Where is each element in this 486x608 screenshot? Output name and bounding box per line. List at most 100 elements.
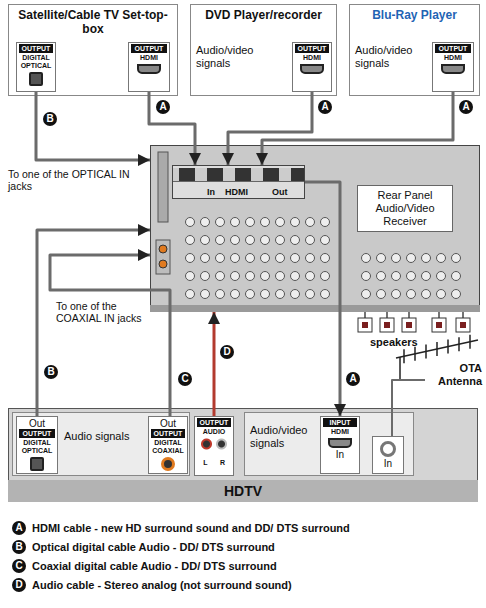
receiver-jack <box>231 254 240 263</box>
node-text: OUTPUT <box>197 418 231 427</box>
receiver-jack <box>291 290 300 299</box>
jack-port <box>380 441 396 457</box>
receiver-jack <box>437 272 446 281</box>
receiver-jack <box>362 272 371 281</box>
receiver-jack <box>231 218 240 227</box>
node-text: L <box>197 459 214 467</box>
jack-port <box>30 457 44 471</box>
receiver-jack <box>261 254 270 263</box>
cable <box>36 92 150 160</box>
receiver-jack <box>186 272 195 281</box>
receiver-jack <box>306 218 315 227</box>
receiver-jack <box>231 272 240 281</box>
cable <box>228 92 312 165</box>
device-box: Blu-Ray PlayerAudio/video signalsOUTPUTH… <box>349 4 480 96</box>
panel-background <box>13 413 190 476</box>
legend-text: Coaxial digital cable Audio - DD/ DTS su… <box>32 559 277 573</box>
receiver-jack <box>186 254 195 263</box>
antenna-element <box>414 347 416 361</box>
coaxial-in-block <box>156 240 170 274</box>
panel-background <box>245 413 414 476</box>
callout-letter: A <box>346 372 360 386</box>
cable <box>149 92 195 165</box>
receiver-jack <box>276 236 285 245</box>
node-text: In <box>207 187 215 198</box>
node-text: OUTPUT <box>435 44 471 53</box>
receiver-jack <box>422 290 431 299</box>
receiver-jack <box>201 254 210 263</box>
jack-port <box>161 457 175 471</box>
receiver-jack <box>422 272 431 281</box>
receiver-jack <box>377 254 386 263</box>
receiver-jack <box>216 236 225 245</box>
device-box: DVD Player/recorderAudio/video signalsOU… <box>190 4 337 96</box>
node-text: DIGITAL OPTICAL <box>19 54 53 70</box>
node-text: DVD Player/recorder <box>190 4 337 22</box>
hdtv-band: HDTVAudio signalsOutOUTPUTDIGITAL OPTICA… <box>8 408 478 502</box>
callout-letter: B <box>44 365 58 379</box>
node-text: OUTPUT <box>151 429 185 438</box>
callout-letter: A <box>156 100 170 114</box>
antenna-element <box>447 340 449 354</box>
receiver-jacks <box>150 152 480 312</box>
node-text: HDMI <box>295 54 329 62</box>
note-label: To one of the COAXIAL IN jacks <box>56 300 160 324</box>
label-holder: C <box>178 372 192 386</box>
coaxial-jack <box>159 260 167 268</box>
receiver-jack <box>276 218 285 227</box>
receiver-jack <box>276 272 285 281</box>
label-holder: B <box>44 365 58 379</box>
receiver-jack <box>186 236 195 245</box>
antenna-element <box>458 337 460 351</box>
receiver-jack <box>321 254 330 263</box>
legend-row: Optical digital cable Audio - DD/ DTS su… <box>32 540 275 554</box>
receiver-jack <box>407 272 416 281</box>
callout-letter: A <box>318 100 332 114</box>
callout-letter: D <box>12 578 26 592</box>
node-text: OUTPUT <box>19 429 55 438</box>
jack-port <box>137 64 161 74</box>
callout-letter: A <box>12 521 26 535</box>
receiver-jack <box>437 290 446 299</box>
jack-port <box>29 72 43 86</box>
antenna-element <box>469 335 471 349</box>
node-text: HDMI <box>435 54 471 62</box>
receiver-jack <box>437 254 446 263</box>
speaker-terminal-cores <box>362 322 466 328</box>
node-text: AUDIO <box>197 428 231 436</box>
label-holder: To one of the OPTICAL IN jacks <box>8 168 140 192</box>
hdmi-output-jack: OUTPUTHDMI <box>128 42 170 92</box>
jack-port <box>300 64 324 74</box>
callout-letter: B <box>12 540 26 554</box>
legend-text: Optical digital cable Audio - DD/ DTS su… <box>32 540 275 554</box>
receiver-jack <box>261 218 270 227</box>
receiver-jack <box>306 272 315 281</box>
receiver-jack <box>261 290 270 299</box>
antenna-element <box>436 342 438 356</box>
panel-background <box>9 409 478 502</box>
label-holder: D <box>220 345 234 359</box>
node-text: R <box>214 459 231 467</box>
speaker-terminals <box>358 318 470 332</box>
cable <box>50 255 170 416</box>
label-holder: A <box>346 372 360 386</box>
receiver-jack <box>407 254 416 263</box>
coaxial-output-jack: OutOUTPUTDIGITAL COAXIAL <box>148 416 188 474</box>
receiver-jack <box>261 272 270 281</box>
antenna-element <box>403 349 405 363</box>
receiver-jack <box>452 290 461 299</box>
analog-audio-output-jack: OUTPUTAUDIO LR <box>194 416 234 476</box>
jack-port <box>173 168 304 182</box>
receiver-jack <box>276 254 285 263</box>
node-text: Out <box>272 187 288 198</box>
receiver-jack <box>362 290 371 299</box>
hdmi-output-jack: OUTPUTHDMI <box>432 42 474 92</box>
legend-row: Audio cable - Stereo analog (not surroun… <box>32 578 292 592</box>
node-text: Audio signals <box>64 430 134 443</box>
receiver-jack <box>392 290 401 299</box>
legend-row: HDMI cable - new HD surround sound and D… <box>32 521 350 535</box>
hdmi-input-jack: INPUTHDMIIn <box>320 416 360 474</box>
node-text: DIGITAL COAXIAL <box>151 439 185 455</box>
